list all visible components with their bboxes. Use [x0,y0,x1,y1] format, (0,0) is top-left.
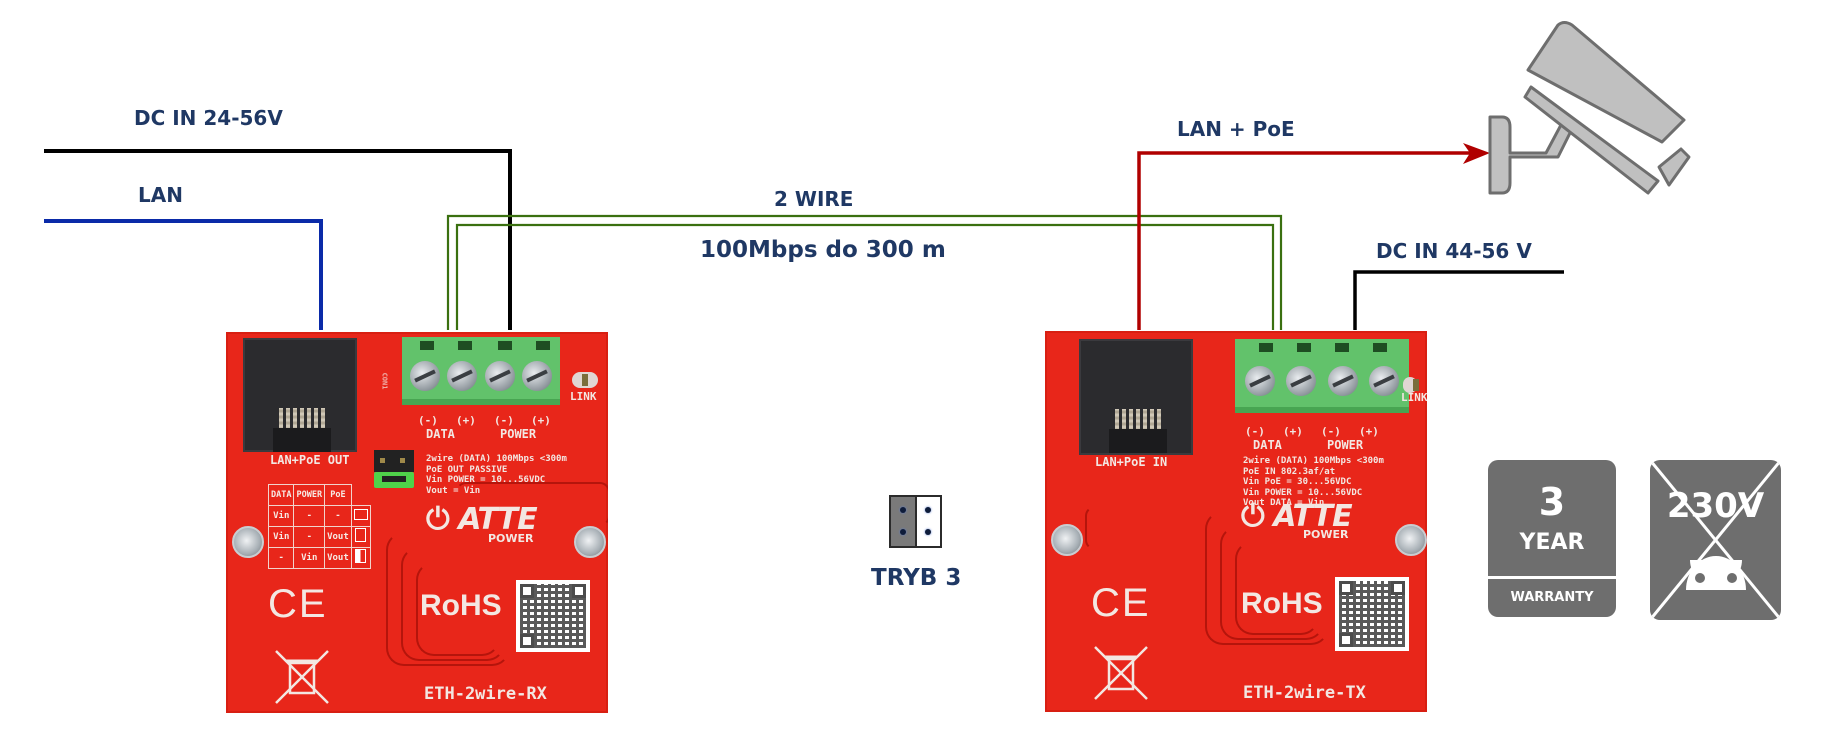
mounting-screw [1051,524,1083,556]
terminal-group-data: DATA [1253,438,1282,452]
jumper-pos-3-icon [350,546,371,569]
wire-dc-in-left [44,149,512,330]
lan-poe-label: LAN + PoE [1177,117,1295,141]
cctv-camera-icon [1488,21,1691,195]
lan-left-label: LAN [138,183,183,207]
atte-logo-sub: POWER [488,532,534,545]
atte-logo-sub: POWER [1303,528,1349,541]
pcb-trace [1205,511,1329,645]
warranty-badge: 3 YEAR WARRANTY [1488,460,1616,617]
terminal-block[interactable] [1235,339,1409,413]
pin-icon [925,507,932,513]
link-led-icon [1403,377,1419,393]
mode-label: TRYB 3 [871,565,962,591]
port-label: LAN+PoE OUT [270,453,350,467]
board-tx: LAN+PoE IN LINK (-) (+) (-) (+) DATA POW… [1045,331,1427,712]
dc-in-right-label: DC IN 44-56 V [1376,239,1532,263]
jumper-header[interactable] [374,450,416,490]
divider [1488,576,1616,579]
power-symbol-icon: ⏻ [1241,499,1265,534]
board-rx: LAN+PoE OUT CON1 LINK (-) (+) (-) (+) DA… [226,332,608,713]
terminal-group-power: POWER [1327,438,1364,452]
terminal-sign: (-) [494,414,514,427]
pcb-trace [1085,506,1289,550]
ce-mark: CE [1091,581,1151,625]
link-led-icon [572,372,598,388]
pin-icon [899,507,906,513]
terminal-sign: (-) [1321,425,1341,438]
mounting-screw [1395,524,1427,556]
specs-block: 2wire (DATA) 100Mbps <300m PoE IN 802.3a… [1243,456,1384,508]
distance-label: 100Mbps do 300 m [700,237,946,263]
wire-2wire-outer [446,214,1283,330]
dc-in-left-label: DC IN 24-56V [134,106,283,130]
arrow-head-icon [1463,143,1490,164]
led-label: LINK [1401,391,1427,404]
model-label: ETH-2wire-RX [424,684,547,704]
terminal-sign: (-) [1245,425,1265,438]
pcb-trace [1220,526,1324,640]
pcb-trace [386,532,510,666]
jumper-pos-2-icon [350,525,371,548]
screw-terminal-power-plus[interactable] [522,361,553,391]
pin-icon [899,529,906,535]
wire-lan-poe [1137,151,1470,330]
power-symbol-icon: ⏻ [426,502,450,537]
wire-2wire-inner [455,223,1275,330]
atte-logo: ⏻ ATTE [426,502,538,537]
port-label: LAN+PoE IN [1095,455,1168,469]
two-wire-label: 2 WIRE [774,187,854,211]
weee-bin-icon [1094,646,1148,700]
mounting-screw [574,526,606,558]
rj45-port-out[interactable] [243,338,357,452]
pcb-trace [456,482,608,526]
voltage-text: 230V [1666,486,1765,526]
ce-mark: CE [268,582,328,626]
terminal-block[interactable] [402,337,560,405]
prohibited-plug-icon [1650,460,1781,620]
atte-logo: ⏻ ATTE [1241,499,1353,534]
pcb-trace [401,547,505,661]
screw-terminal-power-plus[interactable] [1369,366,1400,396]
jumper-mode-3-icon [889,495,942,548]
terminal-sign: (+) [456,414,476,427]
qr-code [516,580,590,652]
terminal-sign: (+) [1359,425,1379,438]
screw-terminal-data-minus[interactable] [409,361,440,391]
terminal-sign: (-) [418,414,438,427]
jumper-pos-1-icon [350,504,371,527]
wire-dc-in-right [1353,270,1564,330]
wire-lan-left [44,219,323,330]
weee-bin-icon [275,650,329,704]
no-230v-badge: 230V [1650,460,1781,620]
screw-terminal-power-minus[interactable] [1327,366,1358,396]
led-label: LINK [570,390,597,403]
terminal-sign: (+) [531,414,551,427]
qr-code [1335,577,1409,651]
screw-terminal-data-plus[interactable] [447,361,478,391]
model-label: ETH-2wire-TX [1243,683,1366,703]
terminal-group-data: DATA [426,427,455,441]
screw-terminal-data-minus[interactable] [1244,366,1275,396]
pcb-trace [416,562,500,656]
pcb-trace [1235,541,1319,635]
terminal-sign: (+) [1283,425,1303,438]
mounting-screw [232,526,264,558]
rohs-mark: RoHS [1241,587,1323,620]
screw-terminal-data-plus[interactable] [1286,366,1317,396]
pin-icon [925,529,932,535]
rohs-mark: RoHS [420,589,502,622]
warranty-years: 3 [1538,480,1566,524]
specs-block: 2wire (DATA) 100Mbps <300m PoE OUT PASSI… [426,454,567,496]
screw-terminal-power-minus[interactable] [484,361,515,391]
terminal-group-power: POWER [500,427,537,441]
con-label: CON1 [380,372,389,390]
rj45-port-in[interactable] [1079,339,1193,455]
jumper-mode-table: DATA POWER PoE Vin - - Vin - Vout - Vin … [267,484,371,569]
warranty-caption: WARRANTY [1510,590,1594,605]
warranty-unit: YEAR [1519,530,1585,555]
